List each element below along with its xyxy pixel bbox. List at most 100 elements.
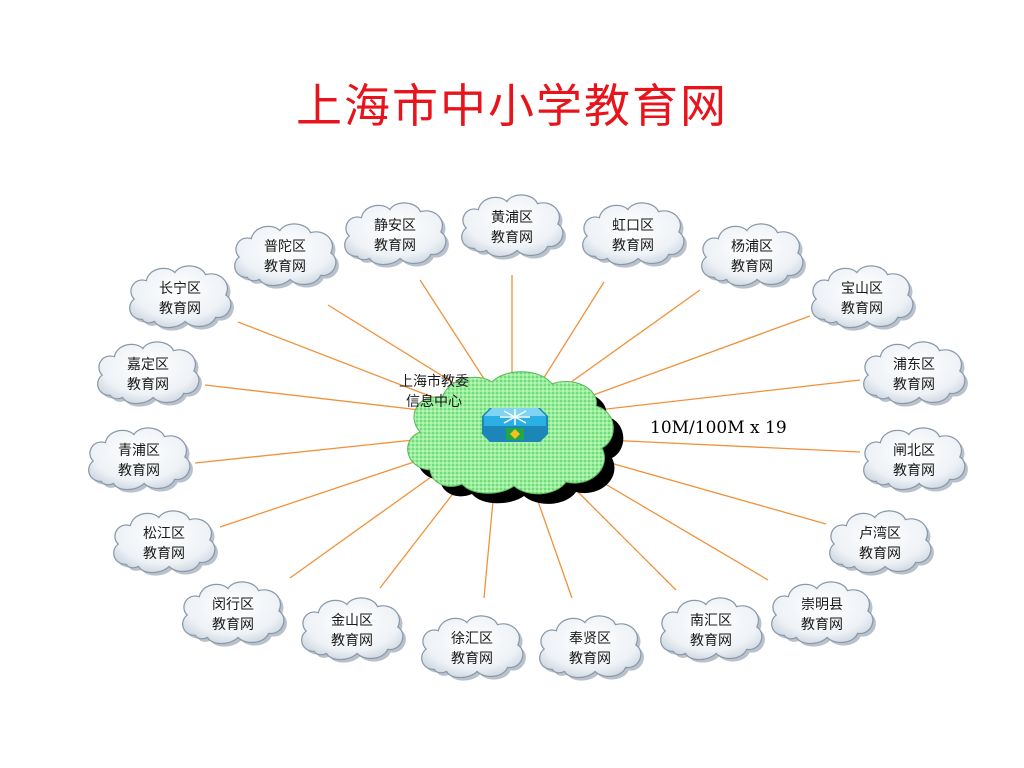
district-network-label: 教育网 [212, 617, 254, 633]
district-network-label: 教育网 [731, 259, 773, 275]
district-network-label: 教育网 [491, 230, 533, 246]
district-name: 浦东区 [893, 357, 935, 373]
link-line [194, 439, 415, 464]
cloud-icon [301, 597, 407, 664]
cloud-icon [88, 427, 194, 494]
cloud-icon [182, 581, 288, 648]
district-name: 嘉定区 [127, 357, 169, 373]
district-name: 崇明县 [801, 597, 843, 613]
network-switch-icon [482, 408, 548, 442]
cloud-icon [421, 615, 527, 682]
district-name: 金山区 [331, 613, 373, 629]
district-network-label: 教育网 [143, 546, 185, 562]
district-network-label: 教育网 [159, 301, 201, 317]
page-title: 上海市中小学教育网 [296, 79, 728, 133]
cloud-icon [234, 223, 340, 290]
link-line [597, 379, 861, 411]
cloud-icon [97, 341, 203, 408]
cloud-icon [829, 510, 935, 577]
link-line [604, 439, 861, 453]
cloud-icon [863, 341, 969, 408]
cloud-icon [771, 581, 877, 648]
nodes-layer: 普陀区教育网静安区教育网黄浦区教育网虹口区教育网杨浦区教育网长宁区教育网宝山区教… [88, 194, 969, 682]
link-line [419, 279, 491, 389]
district-name: 闸北区 [893, 443, 935, 459]
cloud-icon [344, 202, 450, 269]
cloud-icon [129, 265, 235, 332]
cloud-icon [811, 265, 917, 332]
district-network-label: 教育网 [690, 633, 732, 649]
link-line [289, 471, 439, 579]
district-network-label: 教育网 [331, 633, 373, 649]
district-name: 南汇区 [690, 613, 732, 629]
district-network-label: 教育网 [859, 546, 901, 562]
cloud-icon [582, 202, 688, 269]
link-line [599, 459, 827, 525]
district-name: 普陀区 [264, 239, 306, 255]
district-network-label: 教育网 [374, 238, 416, 254]
district-name: 黄浦区 [491, 209, 533, 226]
district-network-label: 教育网 [127, 377, 169, 393]
center-label-line2: 信息中心 [406, 393, 462, 410]
cloud-icon [113, 510, 219, 577]
links-layer [194, 275, 861, 599]
center-label-line1: 上海市教委 [399, 373, 469, 390]
district-network-label: 教育网 [893, 463, 935, 479]
cloud-icon [461, 194, 567, 261]
link-line [539, 281, 605, 385]
cloud-icon [660, 597, 766, 664]
district-name: 松江区 [143, 526, 185, 542]
district-network-label: 教育网 [801, 617, 843, 633]
district-name: 徐汇区 [451, 631, 493, 647]
district-name: 静安区 [374, 218, 416, 234]
district-name: 虹口区 [612, 218, 654, 234]
link-line [559, 289, 701, 391]
link-line [589, 474, 769, 581]
district-name: 宝山区 [841, 281, 883, 297]
link-line [533, 489, 573, 599]
cloud-icon [863, 427, 969, 494]
cloud-icon [539, 615, 645, 682]
district-network-label: 教育网 [841, 301, 883, 317]
link-line [584, 315, 811, 399]
link-line [327, 304, 479, 399]
link-line [567, 481, 677, 591]
district-network-label: 教育网 [612, 238, 654, 254]
link-line [379, 481, 463, 589]
link-capacity-label: 10M/100M x 19 [650, 418, 787, 438]
district-name: 长宁区 [159, 280, 201, 297]
district-name: 闵行区 [212, 597, 254, 613]
district-network-label: 教育网 [451, 651, 493, 667]
link-line [204, 384, 421, 411]
district-network-label: 教育网 [118, 463, 160, 479]
district-network-label: 教育网 [264, 259, 306, 275]
link-line [483, 489, 495, 599]
district-name: 卢湾区 [859, 525, 901, 542]
link-line [219, 459, 421, 528]
district-name: 杨浦区 [731, 239, 773, 255]
district-name: 奉贤区 [569, 631, 611, 647]
district-network-label: 教育网 [893, 377, 935, 393]
district-network-label: 教育网 [569, 651, 611, 667]
district-name: 青浦区 [118, 443, 160, 459]
